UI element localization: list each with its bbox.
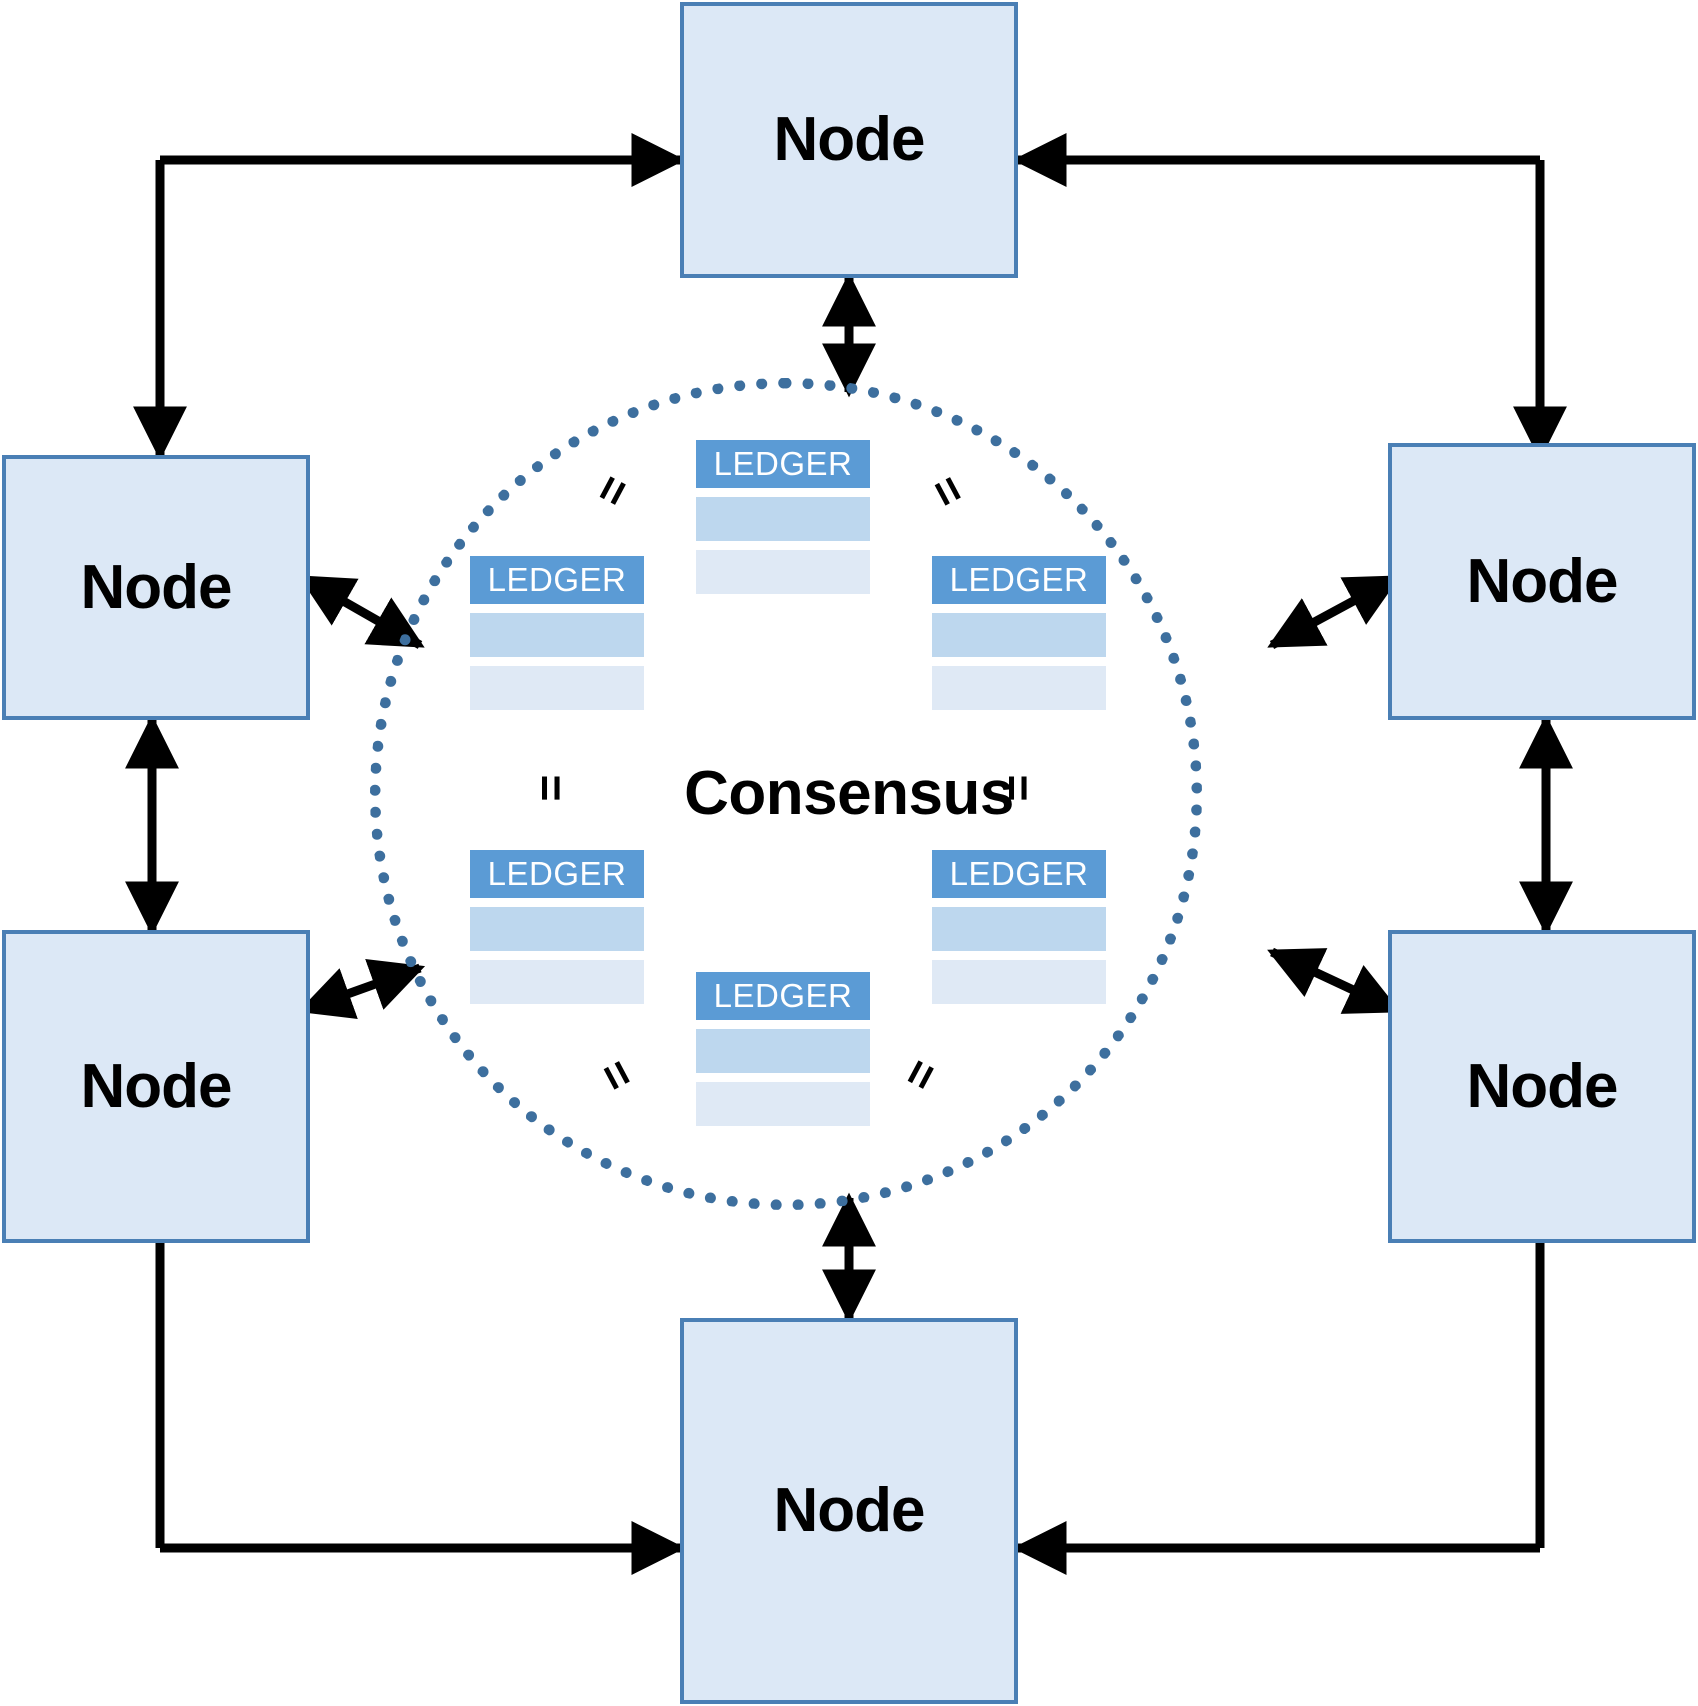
consensus-label: Consensus <box>684 759 1014 828</box>
node-left-upper-label: Node <box>80 552 233 622</box>
ledger-bottom[interactable]: LEDGER <box>696 972 870 1126</box>
edge-right-upper-to-consensus <box>1267 574 1401 649</box>
edge-right-lower-to-consensus <box>1267 947 1401 1015</box>
ledger-upper-right[interactable]: LEDGER <box>932 556 1106 710</box>
ledger-lower-right-row-2 <box>932 960 1106 1004</box>
ledger-lower-left-row-1 <box>470 907 644 951</box>
node-right-lower-label: Node <box>1466 1051 1619 1121</box>
ledger-bottom-header: LEDGER <box>696 972 870 1020</box>
ledger-lower-left-row-2 <box>470 960 644 1004</box>
node-right-lower[interactable]: Node <box>1388 930 1696 1243</box>
ledger-upper-left[interactable]: LEDGER <box>470 556 644 710</box>
ledger-upper-left-header: LEDGER <box>470 556 644 604</box>
ledger-top-header: LEDGER <box>696 440 870 488</box>
node-top[interactable]: Node <box>680 2 1018 278</box>
ledger-upper-left-row-1 <box>470 613 644 657</box>
node-bottom-label: Node <box>773 1476 926 1545</box>
node-left-upper[interactable]: Node <box>2 455 310 720</box>
edge-left-lower-to-consensus <box>297 959 426 1019</box>
node-left-lower-label: Node <box>80 1051 233 1121</box>
edge-left-lower-to-bottom <box>155 1243 686 1575</box>
ledger-lower-left[interactable]: LEDGER <box>470 850 644 1004</box>
ledger-bottom-row-2 <box>696 1082 870 1126</box>
ledger-upper-right-header: LEDGER <box>932 556 1106 604</box>
node-bottom[interactable]: Node <box>680 1318 1018 1704</box>
ledger-lower-left-header: LEDGER <box>470 850 644 898</box>
ledger-top[interactable]: LEDGER <box>696 440 870 594</box>
ledger-top-row-2 <box>696 550 870 594</box>
edge-right-lower-to-bottom <box>1012 1243 1545 1575</box>
ledger-lower-right-row-1 <box>932 907 1106 951</box>
node-left-lower[interactable]: Node <box>2 930 310 1243</box>
ledger-lower-right-header: LEDGER <box>932 850 1106 898</box>
ledger-bottom-row-1 <box>696 1029 870 1073</box>
ledger-upper-left-row-2 <box>470 666 644 710</box>
consensus-boundary-circle <box>370 378 1202 1210</box>
node-right-upper-label: Node <box>1466 546 1619 616</box>
ledger-upper-right-row-2 <box>932 666 1106 710</box>
ledger-top-row-1 <box>696 497 870 541</box>
node-top-label: Node <box>773 105 926 174</box>
ledger-upper-right-row-1 <box>932 613 1106 657</box>
ledger-lower-right[interactable]: LEDGER <box>932 850 1106 1004</box>
node-right-upper[interactable]: Node <box>1388 443 1696 720</box>
